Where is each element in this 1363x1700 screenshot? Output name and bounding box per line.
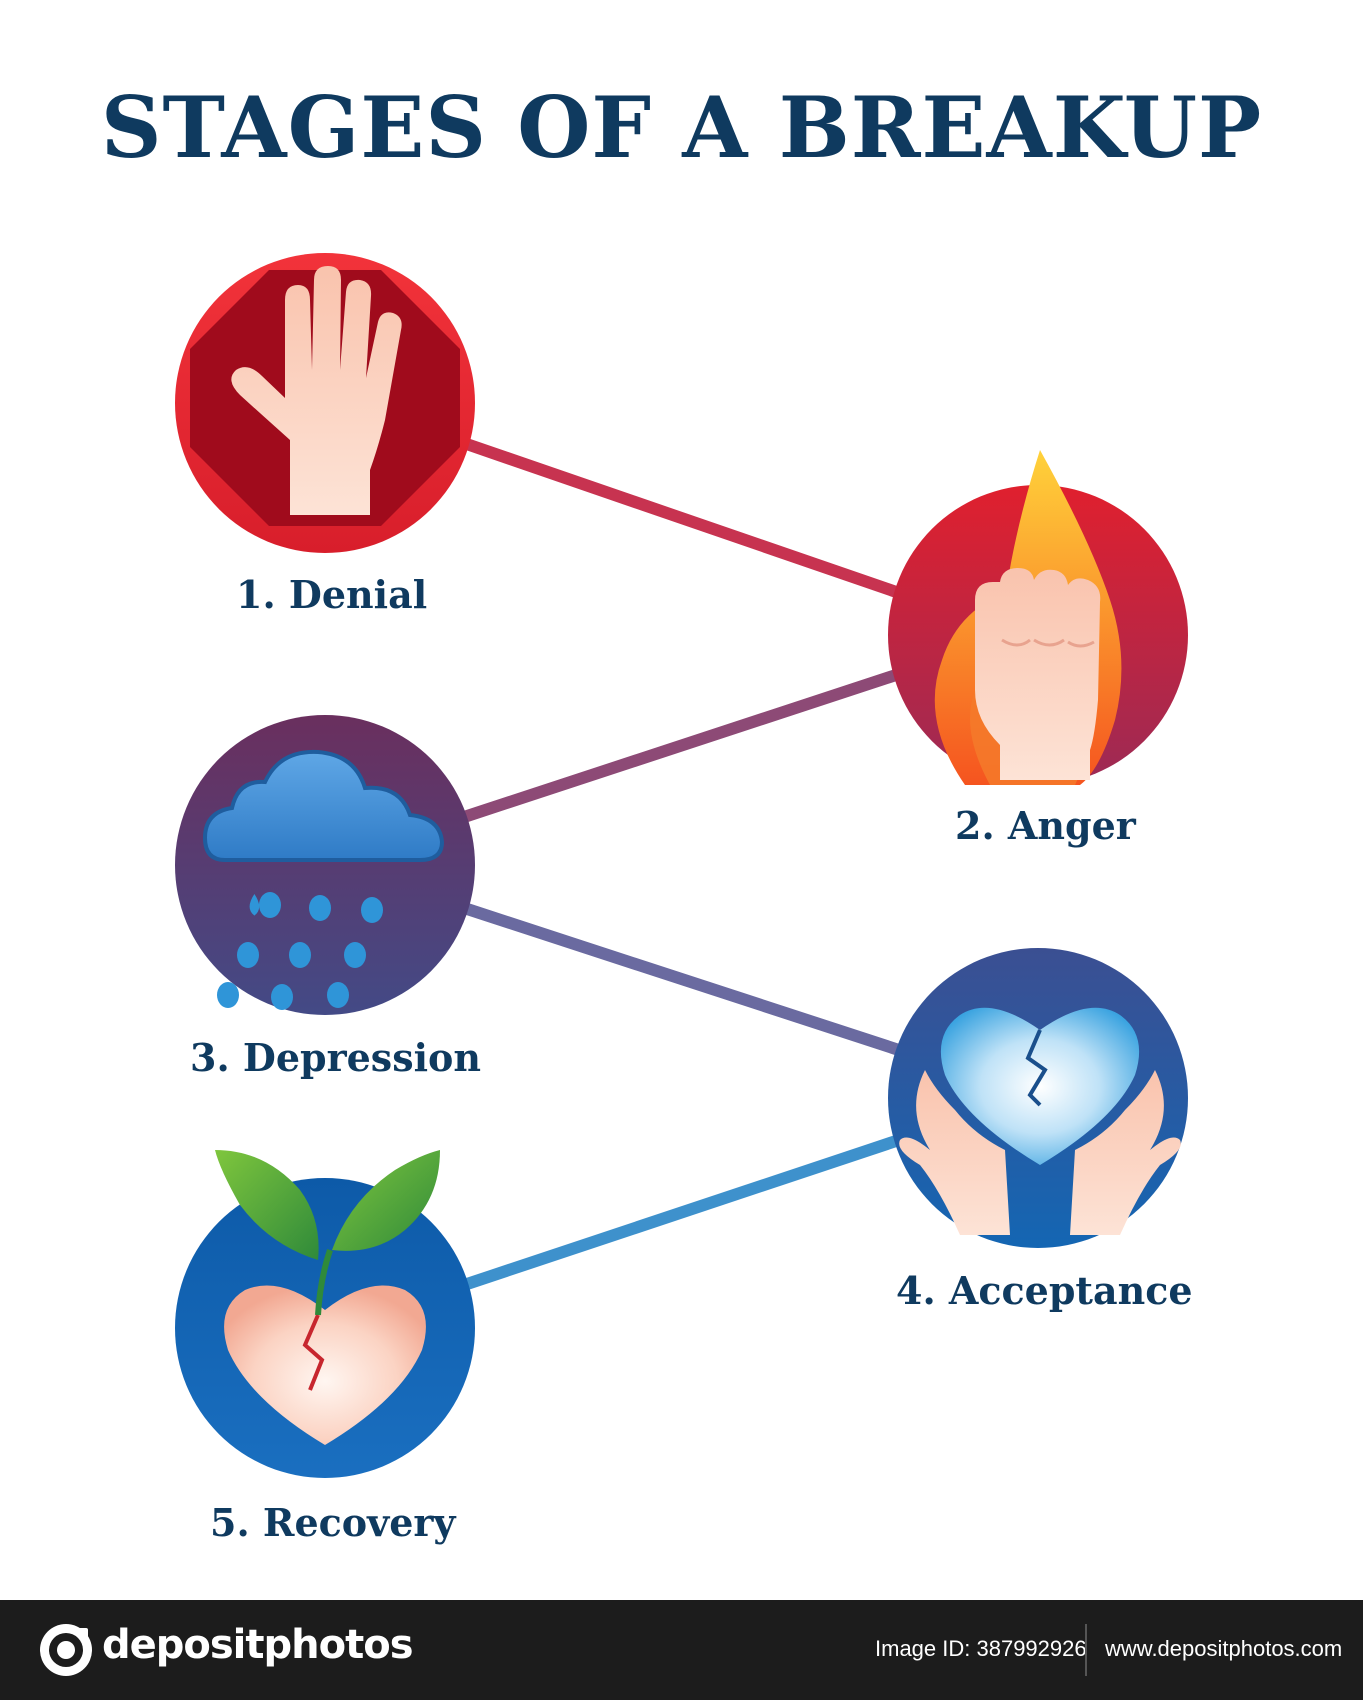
stage-label-depression: 3. Depression (190, 1035, 481, 1080)
raindrops (217, 892, 383, 1010)
site-url-link[interactable]: www.depositphotos.com (1105, 1636, 1343, 1661)
connector-anger-depression (453, 666, 907, 826)
connector-denial-anger (453, 434, 907, 601)
sprouting-heart-icon (215, 1150, 440, 1445)
stage-acceptance (888, 948, 1188, 1248)
holding-hands-icon (899, 1070, 1181, 1235)
stages-diagram (175, 253, 1188, 1478)
stage-depression (175, 715, 475, 1015)
broken-heart-icon (940, 1007, 1140, 1165)
stage-label-anger: 2. Anger (955, 803, 1136, 848)
connector-acceptance-recovery (453, 1132, 907, 1294)
brand-name[interactable]: depositphotos (102, 1622, 414, 1668)
fist-icon (975, 568, 1101, 780)
stop-hand-icon (231, 266, 402, 515)
depositphotos-logo-icon (40, 1624, 92, 1676)
right-leaf (332, 1150, 440, 1251)
stage-label-acceptance: 4. Acceptance (896, 1268, 1193, 1313)
image-id: Image ID: 387992926 (875, 1636, 1087, 1661)
rain-cloud-icon (202, 749, 445, 1010)
left-leaf (215, 1150, 319, 1260)
footer-bar: depositphotos Image ID: 387992926 www.de… (0, 1600, 1363, 1700)
footer-divider (1085, 1624, 1087, 1676)
connector-depression-acceptance (453, 899, 907, 1058)
stage-label-denial: 1. Denial (236, 572, 428, 617)
page-title: STAGES OF A BREAKUP (100, 78, 1263, 177)
stage-label-recovery: 5. Recovery (210, 1500, 456, 1545)
stage-anger (888, 450, 1188, 785)
stage-denial (175, 253, 475, 553)
stage-recovery (175, 1150, 475, 1478)
